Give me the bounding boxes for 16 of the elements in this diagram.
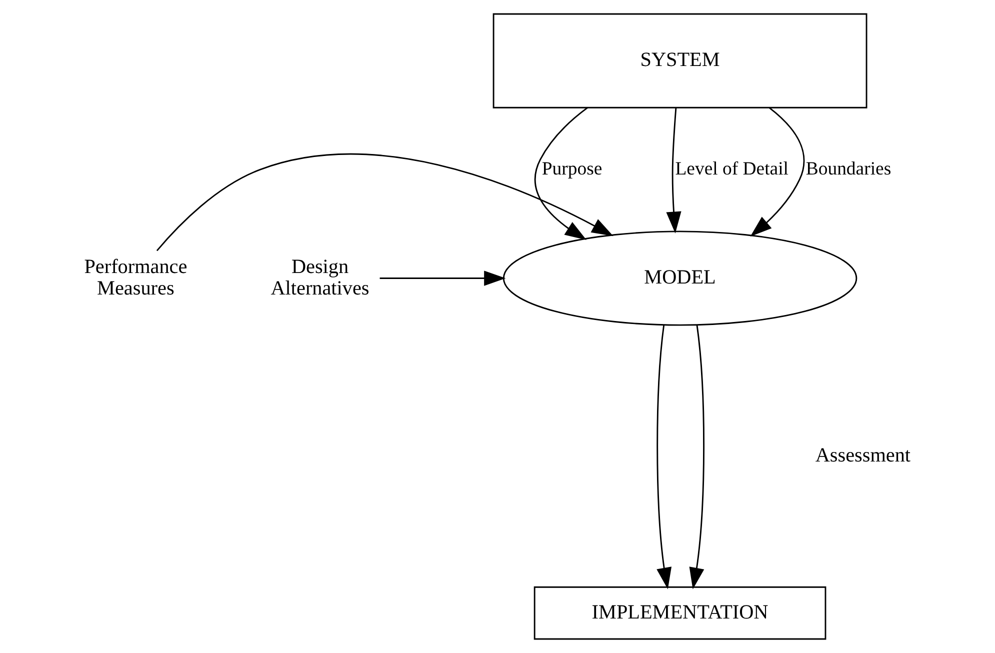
arrow xyxy=(156,153,614,252)
edge-label: Boundaries xyxy=(806,158,892,180)
node-text: Performance Measures xyxy=(84,256,188,300)
arrow xyxy=(689,325,704,590)
arrow xyxy=(380,270,506,286)
node-box: IMPLEMENTATION xyxy=(534,586,826,640)
node-text: Design Alternatives xyxy=(270,256,370,300)
node-box: SYSTEM xyxy=(492,13,868,108)
edge-label: Level of Detail xyxy=(675,158,789,180)
arrow xyxy=(656,325,672,590)
node-ellipse: MODEL xyxy=(502,230,858,326)
arrow xyxy=(750,107,805,237)
arrow xyxy=(534,107,588,240)
label: Assessment xyxy=(815,444,911,466)
edge-label: Purpose xyxy=(542,158,602,180)
arrow xyxy=(666,108,682,234)
